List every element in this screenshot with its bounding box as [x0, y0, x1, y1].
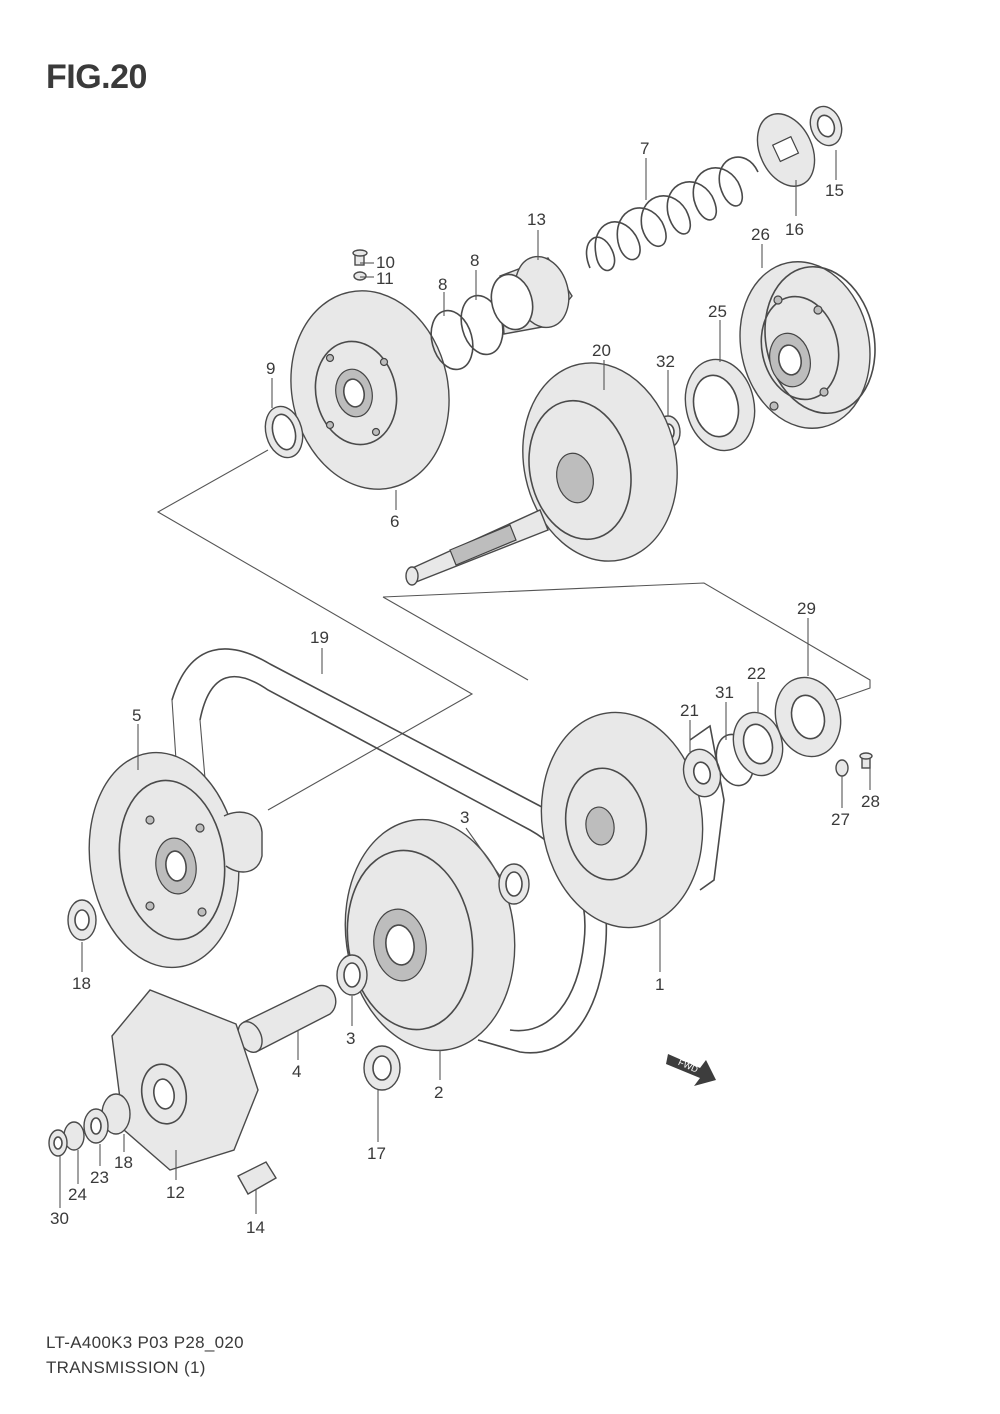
callout-30: 30	[50, 1209, 69, 1228]
part-10-11-pin	[352, 249, 368, 281]
callout-28: 28	[861, 792, 880, 811]
callout-24: 24	[68, 1185, 87, 1204]
callout-labels: 10 11 8 8 13 7 15 16 26 25 32 20 9 6 19 …	[50, 139, 880, 1237]
callout-29: 29	[797, 599, 816, 618]
callout-23: 23	[90, 1168, 109, 1187]
callout-19: 19	[310, 628, 329, 647]
callout-5: 5	[132, 706, 141, 725]
callout-leader-lines	[59, 150, 871, 1214]
callout-18-lower: 18	[114, 1153, 133, 1172]
callout-12: 12	[166, 1183, 185, 1202]
part-stack-washers	[48, 1093, 131, 1157]
part-7-spring	[585, 156, 759, 272]
callout-27: 27	[831, 810, 850, 829]
callout-20: 20	[592, 341, 611, 360]
part-17-bearing	[363, 1045, 401, 1091]
callout-17: 17	[367, 1144, 386, 1163]
callout-21: 21	[680, 701, 699, 720]
callout-8-left: 8	[438, 275, 447, 294]
part-25-one-way-clutch	[684, 358, 756, 452]
callout-3-upper: 3	[460, 808, 469, 827]
callout-9: 9	[266, 359, 275, 378]
callout-1: 1	[655, 975, 664, 994]
figure-caption: TRANSMISSION (1)	[46, 1358, 206, 1377]
assembly-guide-lines	[156, 449, 871, 811]
callout-4: 4	[292, 1062, 301, 1081]
callout-7: 7	[640, 139, 649, 158]
forward-arrow-icon: FWD	[666, 1054, 716, 1086]
part-12-ramp-plate	[111, 989, 259, 1171]
part-14-slide-piece	[237, 1161, 277, 1195]
part-13-collar	[490, 255, 573, 335]
part-9-oil-seal	[264, 405, 304, 459]
callout-25: 25	[708, 302, 727, 321]
callout-16: 16	[785, 220, 804, 239]
part-2-movable-drive-face	[344, 818, 516, 1052]
parts-27-28-bolt-washer	[835, 752, 873, 777]
part-18-nut-upper	[67, 899, 97, 941]
callout-11: 11	[376, 269, 394, 288]
callout-10: 10	[376, 253, 395, 272]
part-20-clutch-housing	[405, 362, 678, 586]
callout-3-lower: 3	[346, 1029, 355, 1048]
model-code: LT-A400K3 P03 P28_020	[46, 1333, 244, 1352]
part-1-fixed-driven-face	[540, 711, 725, 929]
callout-13: 13	[527, 210, 546, 229]
callout-14: 14	[246, 1218, 265, 1237]
part-4-sleeve	[237, 984, 337, 1053]
callout-22: 22	[747, 664, 766, 683]
callout-32: 32	[656, 352, 675, 371]
callout-31: 31	[715, 683, 734, 702]
figure-title: FIG.20	[46, 58, 147, 96]
part-26-clutch-shoe	[739, 261, 876, 429]
parts-21-22-29-31-bearings	[682, 676, 842, 798]
callout-6: 6	[390, 512, 399, 531]
callout-2: 2	[434, 1083, 443, 1102]
callout-8-right: 8	[470, 251, 479, 270]
callout-15: 15	[825, 181, 844, 200]
part-5-fixed-drive-face	[88, 751, 263, 969]
callout-18-upper: 18	[72, 974, 91, 993]
part-3-bushings	[336, 863, 530, 996]
part-6-driven-face	[290, 290, 450, 490]
part-16-spring-seat	[756, 113, 816, 187]
part-15-clutch-nut	[809, 105, 843, 147]
callout-26: 26	[751, 225, 770, 244]
